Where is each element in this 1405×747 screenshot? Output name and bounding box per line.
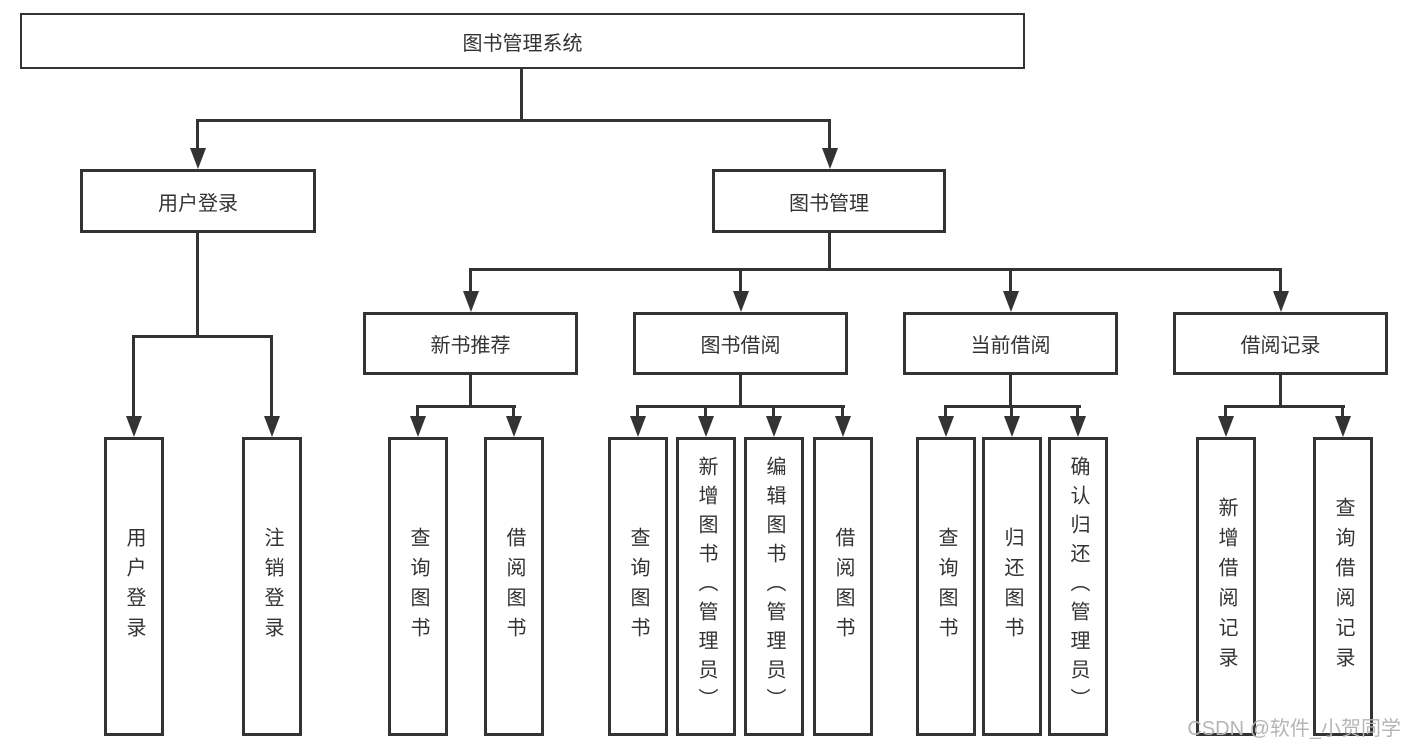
connector-drop [1076, 405, 1079, 419]
connector-book-borrow-rail [636, 405, 845, 408]
leaf-add-borrow-record-label: 新增借阅记录 [1215, 496, 1237, 677]
arrow-down-icon [1004, 416, 1020, 437]
connector-current-borrow-trunk [1009, 375, 1012, 407]
node-new-book-recommend: 新书推荐 [363, 312, 578, 375]
leaf-edit-book-admin: 编辑图书（管理员） [744, 437, 804, 736]
connector-drop-new-book [469, 268, 472, 295]
node-borrow-records: 借阅记录 [1173, 312, 1388, 375]
node-book-management-label: 图书管理 [789, 192, 869, 215]
arrow-down-icon [835, 416, 851, 437]
arrow-down-icon [766, 416, 782, 437]
leaf-query-books-label: 查询图书 [407, 526, 429, 647]
connector-user-login-rail [132, 335, 273, 338]
connector-root-trunk [520, 68, 523, 121]
node-library-system-label: 图书管理系统 [462, 32, 583, 55]
arrow-down-icon [1218, 416, 1234, 437]
connector-drop-borrow-records [1279, 268, 1282, 295]
arrow-down-icon [1070, 416, 1086, 437]
leaf-query-books-current: 查询图书 [916, 437, 976, 736]
leaf-add-borrow-record: 新增借阅记录 [1196, 437, 1256, 736]
arrow-down-icon [126, 416, 142, 437]
connector-drop [772, 405, 775, 419]
connector-level3-rail [469, 268, 1282, 271]
connector-drop [1341, 405, 1344, 419]
connector-drop [1010, 405, 1013, 419]
leaf-borrow-books-label: 借阅图书 [503, 526, 525, 647]
arrow-down-icon [1335, 416, 1351, 437]
node-current-borrow-label: 当前借阅 [970, 335, 1051, 357]
leaf-confirm-return-admin: 确认归还（管理员） [1048, 437, 1108, 736]
node-book-management: 图书管理 [712, 169, 946, 233]
node-new-book-recommend-label: 新书推荐 [430, 335, 511, 357]
node-borrow-records-label: 借阅记录 [1240, 335, 1321, 357]
node-user-login-label: 用户登录 [158, 192, 238, 215]
connector-user-login-trunk [196, 233, 199, 338]
leaf-edit-book-admin-label: 编辑图书（管理员） [763, 456, 785, 717]
connector-drop-user-login [196, 119, 199, 151]
arrow-down-icon [190, 148, 206, 169]
arrow-down-icon [733, 291, 749, 312]
node-current-borrow: 当前借阅 [903, 312, 1118, 375]
connector-new-book-trunk [469, 375, 472, 407]
leaf-return-book-label: 归还图书 [1001, 526, 1023, 647]
leaf-user-login-label: 用户登录 [123, 526, 145, 647]
connector-drop-leaf-user-login [132, 335, 135, 418]
leaf-borrow-books: 借阅图书 [813, 437, 873, 736]
connector-drop-current-borrow [1009, 268, 1012, 295]
leaf-add-book-admin: 新增图书（管理员） [676, 437, 736, 736]
connector-drop-leaf-logout [270, 335, 273, 418]
leaf-user-login: 用户登录 [104, 437, 164, 736]
arrow-down-icon [630, 416, 646, 437]
arrow-down-icon [1273, 291, 1289, 312]
leaf-query-borrow-record: 查询借阅记录 [1313, 437, 1373, 736]
leaf-logout-label: 注销登录 [261, 526, 283, 647]
connector-new-book-rail [416, 405, 516, 408]
connector-drop [944, 405, 947, 419]
arrow-down-icon [463, 291, 479, 312]
node-book-borrow: 图书借阅 [633, 312, 848, 375]
arrow-down-icon [822, 148, 838, 169]
connector-drop-book-management [828, 119, 831, 151]
connector-drop-book-borrow [739, 268, 742, 295]
arrow-down-icon [506, 416, 522, 437]
arrow-down-icon [1003, 291, 1019, 312]
leaf-borrow-books-recommend: 借阅图书 [484, 437, 544, 736]
csdn-watermark: CSDN @软件_小贺同学 [1187, 718, 1401, 740]
leaf-add-book-admin-label: 新增图书（管理员） [695, 456, 717, 717]
leaf-confirm-return-admin-label: 确认归还（管理员） [1067, 456, 1089, 717]
leaf-logout: 注销登录 [242, 437, 302, 736]
node-library-system: 图书管理系统 [20, 13, 1025, 69]
leaf-query-books-recommend: 查询图书 [388, 437, 448, 736]
connector-drop [841, 405, 844, 419]
leaf-query-books-label: 查询图书 [627, 526, 649, 647]
connector-drop [512, 405, 515, 419]
connector-book-management-trunk [828, 233, 831, 271]
connector-borrow-records-trunk [1279, 375, 1282, 407]
arrow-down-icon [410, 416, 426, 437]
leaf-return-book: 归还图书 [982, 437, 1042, 736]
arrow-down-icon [698, 416, 714, 437]
arrow-down-icon [938, 416, 954, 437]
connector-borrow-records-rail [1224, 405, 1345, 408]
leaf-borrow-books-label: 借阅图书 [832, 526, 854, 647]
leaf-query-books-label: 查询图书 [935, 526, 957, 647]
connector-drop [1224, 405, 1227, 419]
arrow-down-icon [264, 416, 280, 437]
node-user-login: 用户登录 [80, 169, 316, 233]
connector-drop [636, 405, 639, 419]
connector-drop [704, 405, 707, 419]
connector-book-borrow-trunk [739, 375, 742, 407]
leaf-query-books-borrow: 查询图书 [608, 437, 668, 736]
leaf-query-borrow-record-label: 查询借阅记录 [1332, 496, 1354, 677]
node-book-borrow-label: 图书借阅 [700, 335, 781, 357]
connector-level2-rail [196, 119, 831, 122]
connector-drop [416, 405, 419, 419]
